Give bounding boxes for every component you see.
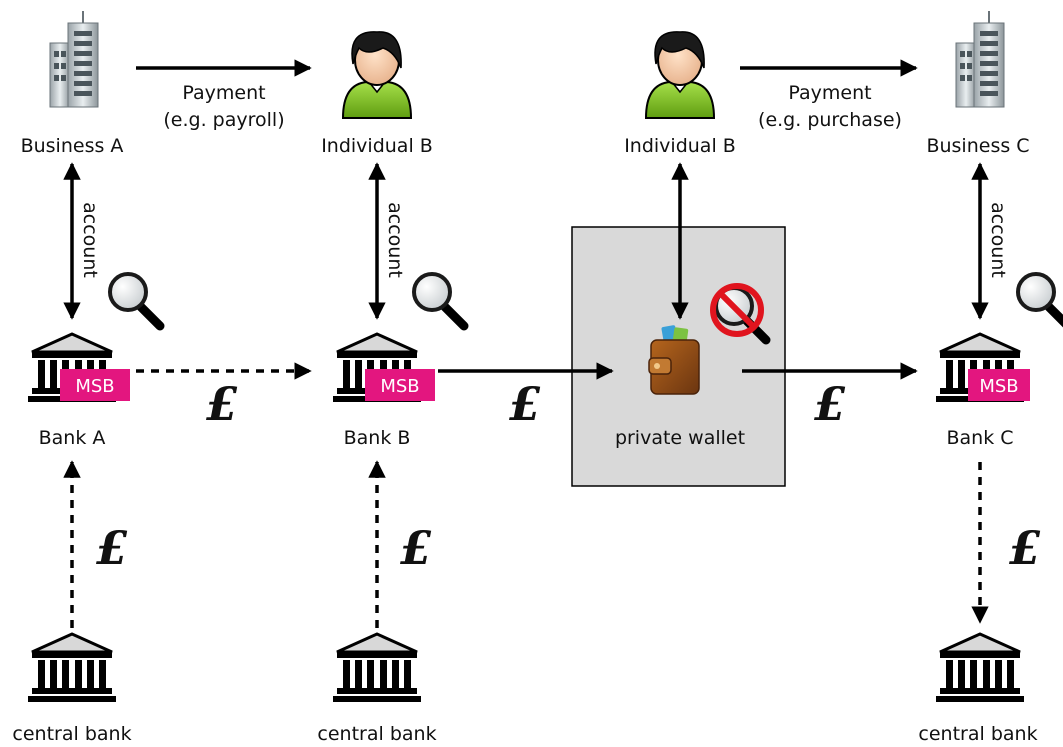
magnifier-icon [414, 274, 464, 326]
central-bank-label: central bank [317, 723, 436, 745]
svg-text:MSB: MSB [979, 376, 1018, 397]
msb-badge: MSB [365, 369, 435, 401]
bank-b-label: Bank B [344, 427, 411, 449]
business-c-label: Business C [926, 135, 1029, 157]
payment-label: Payment [182, 82, 265, 104]
bank-a-label: Bank A [39, 427, 106, 449]
person-icon [342, 30, 412, 120]
individual-b-label: Individual B [624, 135, 736, 157]
pound-symbol: £ [814, 377, 846, 431]
central-bank-label: central bank [12, 723, 131, 745]
office-building-icon [49, 10, 99, 108]
central-bank-label: central bank [918, 723, 1037, 745]
central-bank-building-icon [934, 632, 1026, 704]
no-surveillance-icon [710, 283, 766, 340]
svg-text:MSB: MSB [75, 376, 114, 397]
office-building-icon [955, 10, 1005, 108]
account-label: account [384, 202, 406, 278]
pound-symbol: £ [206, 377, 238, 431]
payment-example-label: (e.g. payroll) [163, 109, 284, 131]
payment-example-label: (e.g. purchase) [758, 109, 902, 131]
individual-b-label: Individual B [321, 135, 433, 157]
bank-c-label: Bank C [946, 427, 1013, 449]
msb-badge: MSB [60, 369, 130, 401]
payment-label: Payment [788, 82, 871, 104]
private-wallet-label: private wallet [615, 427, 745, 449]
business-a-label: Business A [21, 135, 124, 157]
central-bank-building-icon [331, 632, 423, 704]
person-icon [645, 30, 715, 120]
pound-symbol: £ [400, 521, 432, 575]
msb-badge: MSB [968, 369, 1030, 401]
account-label: account [79, 202, 101, 278]
central-bank-building-icon [26, 632, 118, 704]
wallet-icon [648, 325, 700, 395]
pound-symbol: £ [1009, 521, 1041, 575]
svg-text:MSB: MSB [380, 376, 419, 397]
magnifier-icon [1018, 274, 1063, 326]
account-label: account [987, 202, 1009, 278]
pound-symbol: £ [96, 521, 128, 575]
pound-symbol: £ [509, 377, 541, 431]
magnifier-icon [110, 274, 160, 326]
